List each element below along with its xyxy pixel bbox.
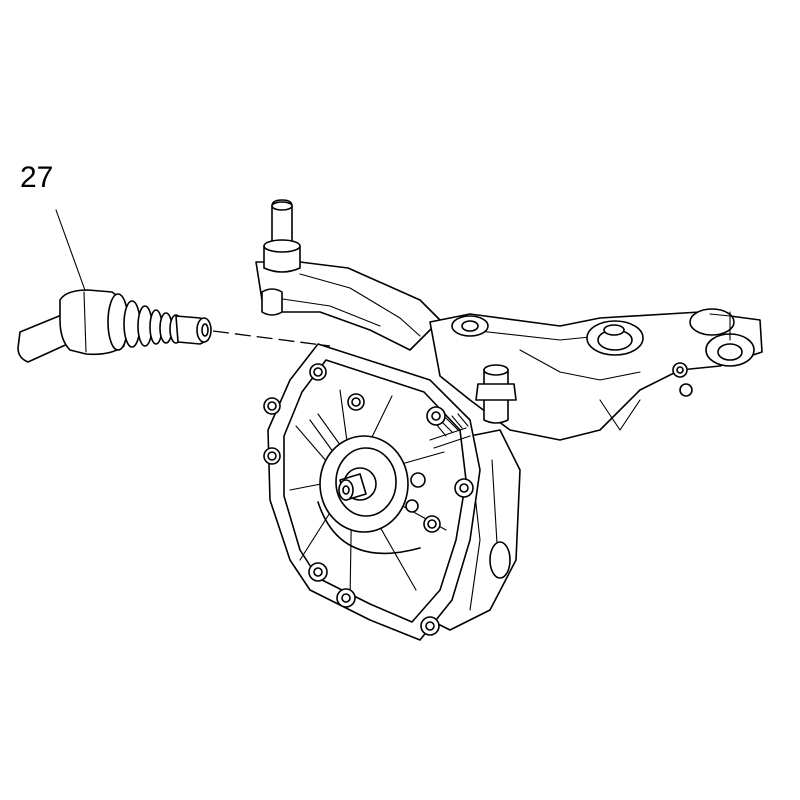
leader-line — [55, 209, 87, 294]
drive-shaft — [338, 473, 367, 501]
callout-label: 27 — [20, 161, 54, 194]
mounting-bolt — [263, 362, 693, 636]
oil-pump-housing — [255, 199, 763, 641]
solenoid-valve — [17, 289, 212, 363]
installation-axis-upper — [212, 330, 331, 347]
